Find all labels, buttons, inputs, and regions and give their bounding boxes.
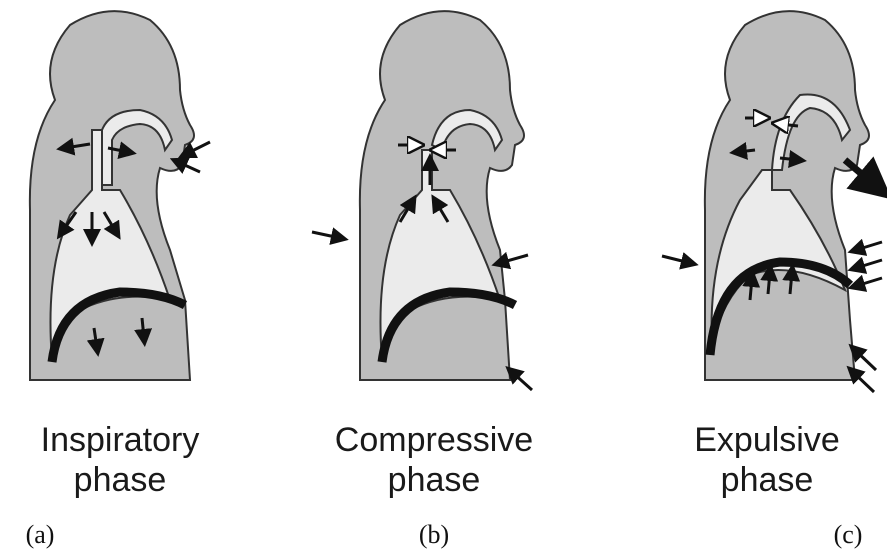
panel-tag-b: (b) (394, 520, 474, 550)
inspiratory-phase-illustration (0, 0, 230, 400)
panel-tag-a: (a) (0, 520, 80, 550)
panel-tag-c: (c) (808, 520, 887, 550)
compressive-phase-illustration (300, 0, 540, 400)
caption-expulsive: Expulsive phase (647, 420, 887, 500)
caption-line2: phase (0, 460, 240, 500)
caption-line1: Compressive (314, 420, 554, 460)
caption-line2: phase (314, 460, 554, 500)
caption-compressive: Compressive phase (314, 420, 554, 500)
expulsive-phase-illustration (650, 0, 887, 400)
caption-inspiratory: Inspiratory phase (0, 420, 240, 500)
caption-line1: Expulsive (647, 420, 887, 460)
caption-line2: phase (647, 460, 887, 500)
caption-line1: Inspiratory (0, 420, 240, 460)
